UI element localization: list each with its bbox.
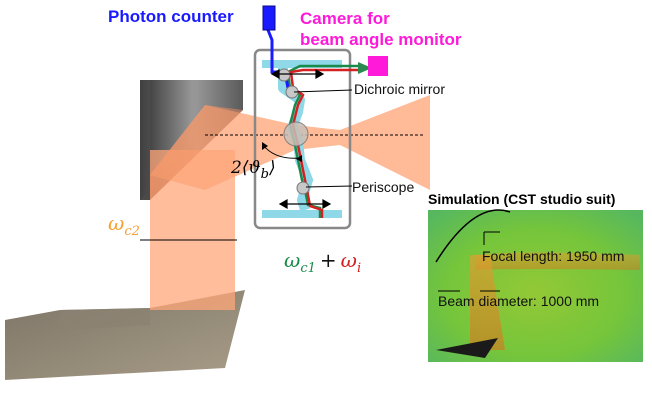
photon-counter-label: Photon counter (108, 7, 234, 26)
angle-label: 2⟨ϑb⟩ (231, 158, 276, 182)
photon-counter-icon (262, 5, 276, 31)
top-plate (262, 60, 342, 68)
beam-diameter-label: Beam diameter: 1000 mm (438, 293, 600, 309)
interaction-point (283, 121, 309, 147)
mirror-node-1 (277, 68, 291, 82)
simulation-title: Simulation (CST studio suit) (428, 191, 616, 207)
camera-icon (368, 56, 388, 76)
lower-mirror (5, 290, 245, 380)
camera-label-line2: beam angle monitor (300, 30, 462, 49)
periscope-leader (305, 185, 353, 188)
bottom-plate (262, 210, 342, 218)
camera-arrow (358, 62, 372, 74)
focal-length-label: Focal length: 1950 mm (482, 248, 625, 264)
periscope-node (296, 181, 310, 195)
omega-c2-label: ωc2 (108, 211, 140, 239)
optical-bench-frame (253, 48, 352, 230)
camera-label-line1: Camera for (300, 9, 390, 28)
dichroic-mirror-label: Dichroic mirror (354, 81, 445, 97)
omega-sum-label: ωc1+ωi (284, 248, 362, 276)
simulation-panel (428, 209, 643, 362)
top-translation-arrow (270, 68, 325, 80)
periscope-label: Periscope (352, 179, 415, 195)
bottom-translation-arrow (278, 198, 332, 210)
dichroic-leader (293, 89, 353, 93)
